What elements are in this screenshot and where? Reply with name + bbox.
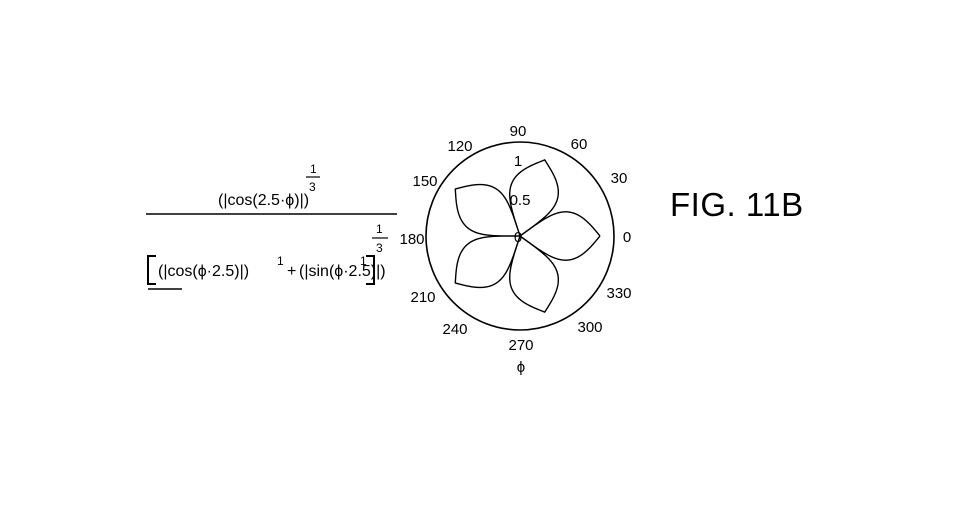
- polar-outer-circle: [425, 141, 615, 331]
- denominator: (|cos(ϕ·2.5)|) 1 + (|sin(ϕ·2.5)|) 1 1 3: [147, 222, 388, 290]
- denominator-exp2: 1: [360, 254, 367, 268]
- angle-label-0: 0: [623, 229, 631, 246]
- numerator-exp-den: 3: [309, 180, 316, 194]
- radial-label-0: 0: [514, 229, 522, 246]
- denominator-term1: (|cos(ϕ·2.5)|): [158, 263, 249, 280]
- polar-plot: 0 30 60 90 120 150 180 210 240 270 300 3…: [399, 123, 631, 376]
- angle-label-270: 270: [508, 337, 533, 354]
- radial-label-1: 1: [514, 153, 522, 170]
- axis-symbol-phi: ϕ: [517, 359, 525, 376]
- angle-label-120: 120: [447, 138, 472, 155]
- angle-label-180: 180: [399, 231, 424, 248]
- angle-label-60: 60: [571, 136, 588, 153]
- right-bracket: [366, 255, 375, 285]
- rose-curve: [454, 159, 601, 313]
- angle-label-150: 150: [412, 173, 437, 190]
- numerator-text: (|cos(2.5·ϕ)|): [218, 192, 309, 209]
- angle-label-330: 330: [606, 285, 631, 302]
- denominator-exp1: 1: [277, 254, 284, 268]
- angle-label-90: 90: [510, 123, 527, 140]
- radial-label-0-5: 0.5: [510, 192, 531, 209]
- angle-label-210: 210: [410, 289, 435, 306]
- left-bracket: [147, 255, 156, 285]
- plus-sign: +: [287, 263, 296, 280]
- outer-exp-den: 3: [376, 241, 383, 255]
- numerator-exp-num: 1: [310, 162, 317, 176]
- angle-label-300: 300: [577, 319, 602, 336]
- formula: (|cos(2.5·ϕ)|) 1 3 (|cos(ϕ·2.5)|) 1 + (|…: [146, 162, 397, 290]
- angle-label-30: 30: [611, 170, 628, 187]
- figure-label: FIG. 11B: [670, 186, 804, 223]
- outer-exp-num: 1: [376, 222, 383, 236]
- angle-label-240: 240: [442, 321, 467, 338]
- denominator-term2: (|sin(ϕ·2.5)|): [299, 263, 386, 280]
